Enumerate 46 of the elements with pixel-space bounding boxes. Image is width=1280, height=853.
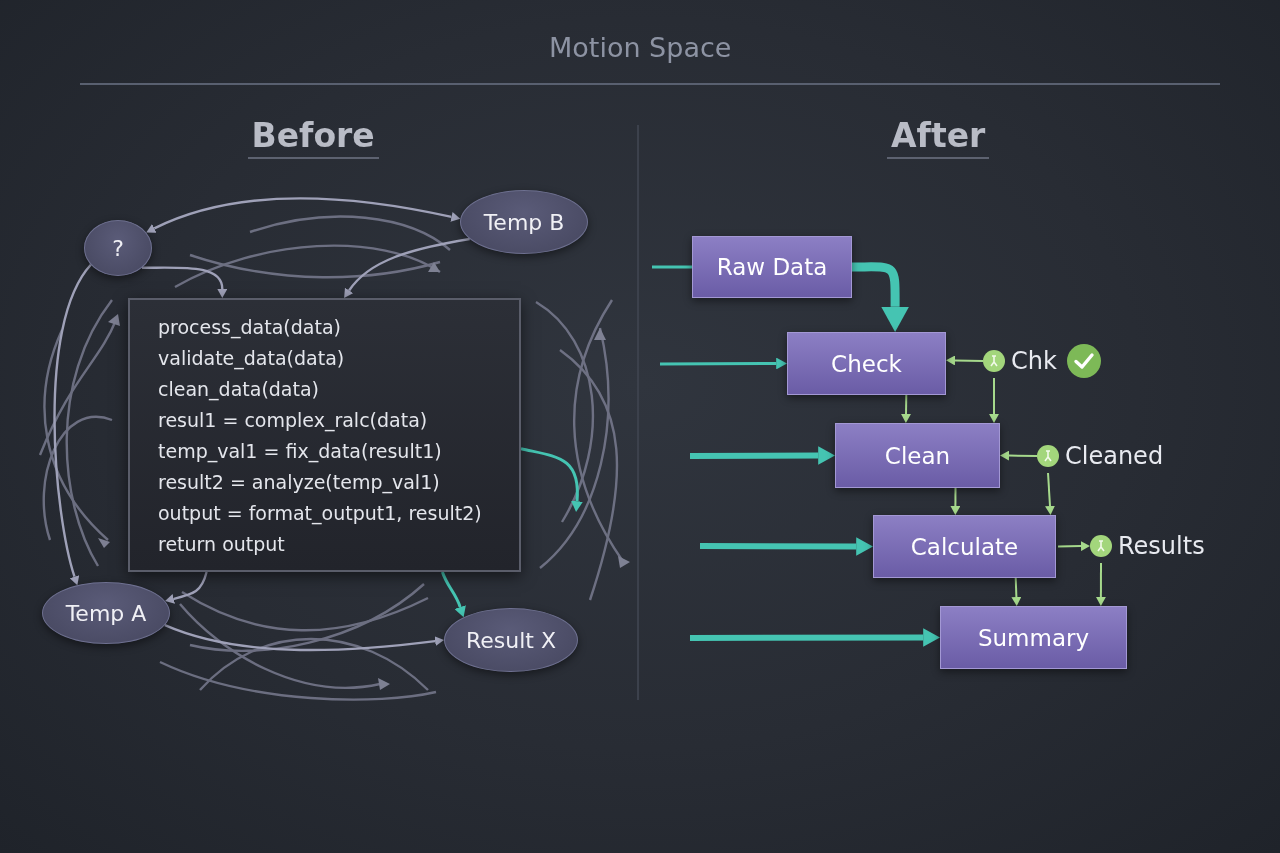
code-line: clean_data(data) — [158, 377, 321, 403]
code-line: validate_data(data) — [158, 346, 346, 372]
node-label: Results — [1118, 532, 1205, 560]
arrow — [660, 358, 787, 369]
arrow — [700, 538, 873, 555]
code-line: resul1 = complex_ralc(data) — [158, 408, 429, 434]
process-box: Summary — [940, 606, 1127, 669]
arrow — [1045, 472, 1055, 515]
diagram-title: Motion Space — [549, 32, 732, 63]
oval-node: Temp B — [460, 190, 588, 254]
arrow — [1011, 577, 1021, 606]
arrow — [142, 266, 227, 298]
arrow — [146, 197, 461, 233]
connector-line — [652, 265, 692, 269]
arrow — [950, 487, 960, 515]
oval-node: Temp A — [42, 582, 170, 644]
process-box: Clean — [835, 423, 1000, 488]
node-label: Chk — [1011, 347, 1057, 375]
arrow — [441, 571, 466, 618]
process-box: Check — [787, 332, 946, 395]
arrow — [1000, 451, 1038, 461]
code-line: result2 = analyze(temp_val1) — [158, 470, 441, 496]
arrow — [690, 447, 835, 464]
code-line: temp_val1 = fix_data(result1) — [158, 439, 443, 465]
process-box: Calculate — [873, 515, 1056, 578]
arrow — [901, 394, 911, 423]
arrow — [53, 264, 92, 586]
arrow — [520, 447, 583, 512]
arrow — [343, 237, 470, 298]
arrow — [1057, 541, 1090, 551]
arrow — [165, 571, 208, 604]
code-line: return output — [158, 532, 286, 557]
section-heading: After — [887, 116, 990, 159]
arrow — [946, 356, 984, 365]
section-heading: Before — [247, 116, 379, 159]
code-line: process_data(data) — [158, 315, 342, 341]
arrow — [164, 623, 445, 652]
process-box: Raw Data — [692, 236, 852, 298]
node-label: Cleaned — [1065, 442, 1164, 470]
code-box — [128, 298, 521, 572]
arrow — [1096, 562, 1106, 606]
arrow — [989, 377, 999, 423]
code-line: output = format_output1, result2) — [158, 501, 483, 527]
oval-node: ? — [84, 220, 152, 276]
arrow — [690, 629, 940, 646]
oval-node: Result X — [444, 608, 578, 672]
